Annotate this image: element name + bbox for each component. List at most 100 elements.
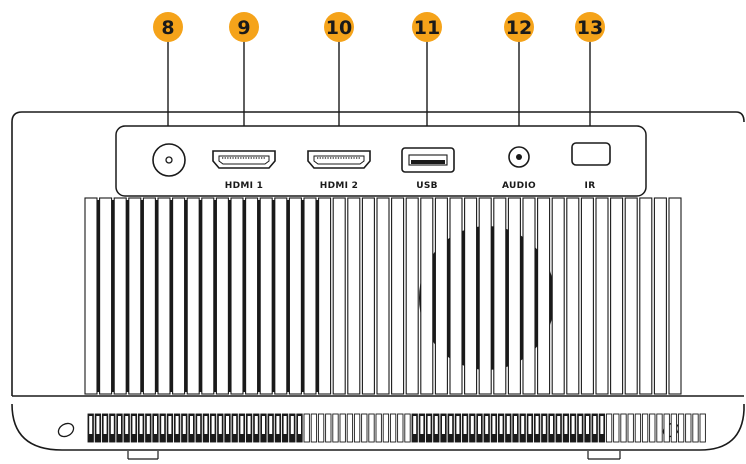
- callout-number-9: 9: [237, 17, 250, 39]
- vent-slat: [347, 197, 361, 395]
- vent-slat: [668, 197, 682, 395]
- base-vent-highlight: [492, 416, 496, 434]
- vent-slat: [230, 197, 244, 395]
- base-vent-highlight: [499, 416, 503, 434]
- port-label-usb: USB: [416, 181, 438, 191]
- base-vent-highlight: [204, 416, 208, 434]
- base-vent-highlight: [427, 416, 431, 434]
- base-vent-highlight: [132, 416, 136, 434]
- vent-gap: [155, 200, 158, 392]
- base-vent-slit: [397, 413, 404, 443]
- base-vent-highlight: [535, 416, 539, 434]
- vent-gap: [170, 200, 173, 392]
- projector-body: [11, 111, 745, 396]
- callout-badge-12: 12: [504, 12, 534, 42]
- vent-slat: [201, 197, 215, 395]
- vent-slat: [128, 197, 142, 395]
- base-vent-slit: [685, 413, 692, 443]
- callout-badge-10: 10: [324, 12, 354, 42]
- projector-base: [11, 403, 745, 451]
- base-vent-slit: [375, 413, 382, 443]
- base-vent-highlight: [463, 416, 467, 434]
- base-vent-highlight: [298, 416, 301, 434]
- vent-slat: [537, 197, 551, 395]
- base-vent-slit: [353, 413, 361, 443]
- base-vent-highlight: [125, 416, 129, 434]
- vent-slat: [405, 197, 419, 395]
- vent-slat: [595, 197, 609, 395]
- vent-slat: [420, 197, 434, 395]
- base-vent-highlight: [283, 416, 287, 434]
- base-vent-highlight: [118, 416, 121, 434]
- base-vent-slit: [317, 413, 325, 443]
- vent-slat: [478, 197, 492, 395]
- base-vent-highlight: [600, 416, 604, 434]
- base-vent-highlight: [96, 416, 100, 434]
- vent-slat: [142, 197, 156, 395]
- base-vent-highlight: [146, 416, 150, 434]
- vent-slat: [449, 197, 463, 395]
- base-vent-slit: [368, 413, 375, 443]
- vent-slat: [493, 197, 507, 395]
- vent-slat: [215, 197, 229, 395]
- base-vent-slit: [303, 413, 310, 443]
- base-vent-highlight: [478, 416, 481, 434]
- base-vent-grille: [87, 413, 706, 443]
- base-vent-slit: [663, 413, 670, 443]
- vent-slat: [624, 197, 638, 395]
- base-vent-highlight: [456, 416, 460, 434]
- port-label-ir: IR: [585, 181, 596, 191]
- base-vent-highlight: [110, 416, 114, 434]
- vent-slat: [434, 197, 448, 395]
- base-vent-highlight: [521, 416, 525, 434]
- base-vent-highlight: [557, 416, 561, 434]
- vent-slat: [274, 197, 288, 395]
- vent-slat: [318, 197, 332, 395]
- vent-slat: [288, 197, 302, 395]
- vent-gap: [228, 200, 231, 392]
- base-vent-highlight: [571, 416, 575, 434]
- base-vent-highlight: [211, 416, 215, 434]
- vent-slat: [464, 197, 478, 395]
- callout-number-8: 8: [161, 17, 174, 39]
- base-vent-highlight: [485, 416, 489, 434]
- vent-gap: [140, 200, 144, 392]
- vent-slat: [113, 197, 127, 395]
- base-vent-highlight: [197, 416, 201, 434]
- base-vent-highlight: [442, 416, 445, 434]
- base-vent-highlight: [161, 416, 165, 434]
- base-vent-highlight: [262, 416, 265, 434]
- vent-gap: [126, 200, 129, 392]
- base-vent-slit: [620, 413, 627, 443]
- vent-slat: [653, 197, 667, 395]
- base-vent-slit: [404, 413, 411, 443]
- ir-sensor-icon: [571, 142, 611, 166]
- vent-slat: [610, 197, 624, 395]
- port-label-hdmi-2: HDMI 2: [320, 181, 359, 191]
- coaxial-port-icon: [152, 143, 186, 177]
- vent-slat: [551, 197, 565, 395]
- callout-badge-11: 11: [412, 12, 442, 42]
- callout-badge-13: 13: [575, 12, 605, 42]
- port-panel: [115, 125, 647, 197]
- port-label-audio: AUDIO: [502, 181, 536, 191]
- vent-gap: [257, 200, 261, 392]
- base-vent-slit: [325, 413, 332, 443]
- vent-slat: [84, 197, 98, 395]
- base-vent-slit: [389, 413, 397, 443]
- base-vent-slit: [339, 413, 346, 443]
- base-vent-highlight: [226, 416, 229, 434]
- base-vent-highlight: [218, 416, 222, 434]
- callout-badge-8: 8: [153, 12, 183, 42]
- callout-number-10: 10: [326, 17, 352, 39]
- base-vent-highlight: [269, 416, 273, 434]
- vent-slat: [172, 197, 186, 395]
- audio-jack-icon: [508, 146, 530, 168]
- base-vent-slit: [634, 413, 642, 443]
- base-vent-slit: [677, 413, 685, 443]
- base-vent-slit: [649, 413, 656, 443]
- base-vent-highlight: [593, 416, 597, 434]
- base-vent-highlight: [420, 416, 424, 434]
- usb-port-icon: [401, 147, 455, 173]
